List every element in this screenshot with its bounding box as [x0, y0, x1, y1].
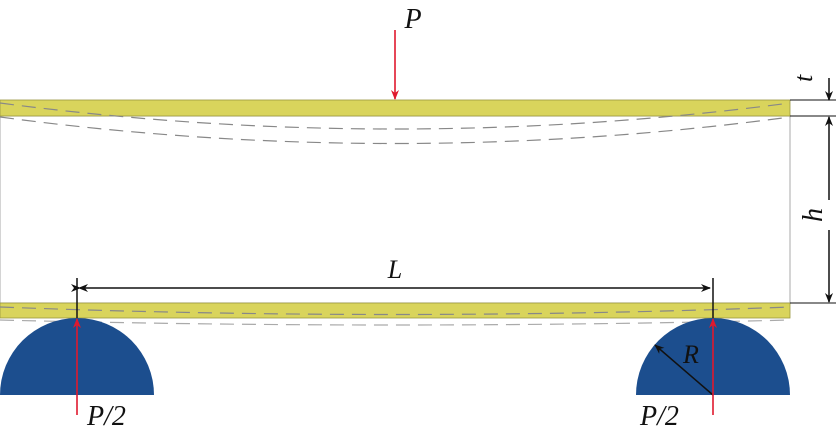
span-label: L [387, 255, 402, 284]
span-arrow-left [78, 284, 88, 292]
deformed-shape [0, 102, 791, 326]
right-reaction-label: P/2 [639, 401, 679, 432]
top-face-sheet [0, 99, 791, 117]
radius-arrow [654, 344, 714, 396]
thickness-label: t [789, 74, 818, 82]
core [0, 115, 791, 304]
radius-label: R [682, 340, 699, 369]
left-reaction-label: P/2 [86, 401, 126, 432]
load-label: P [403, 4, 421, 35]
height-label: h [798, 208, 829, 222]
bottom-face-sheet [0, 302, 791, 319]
